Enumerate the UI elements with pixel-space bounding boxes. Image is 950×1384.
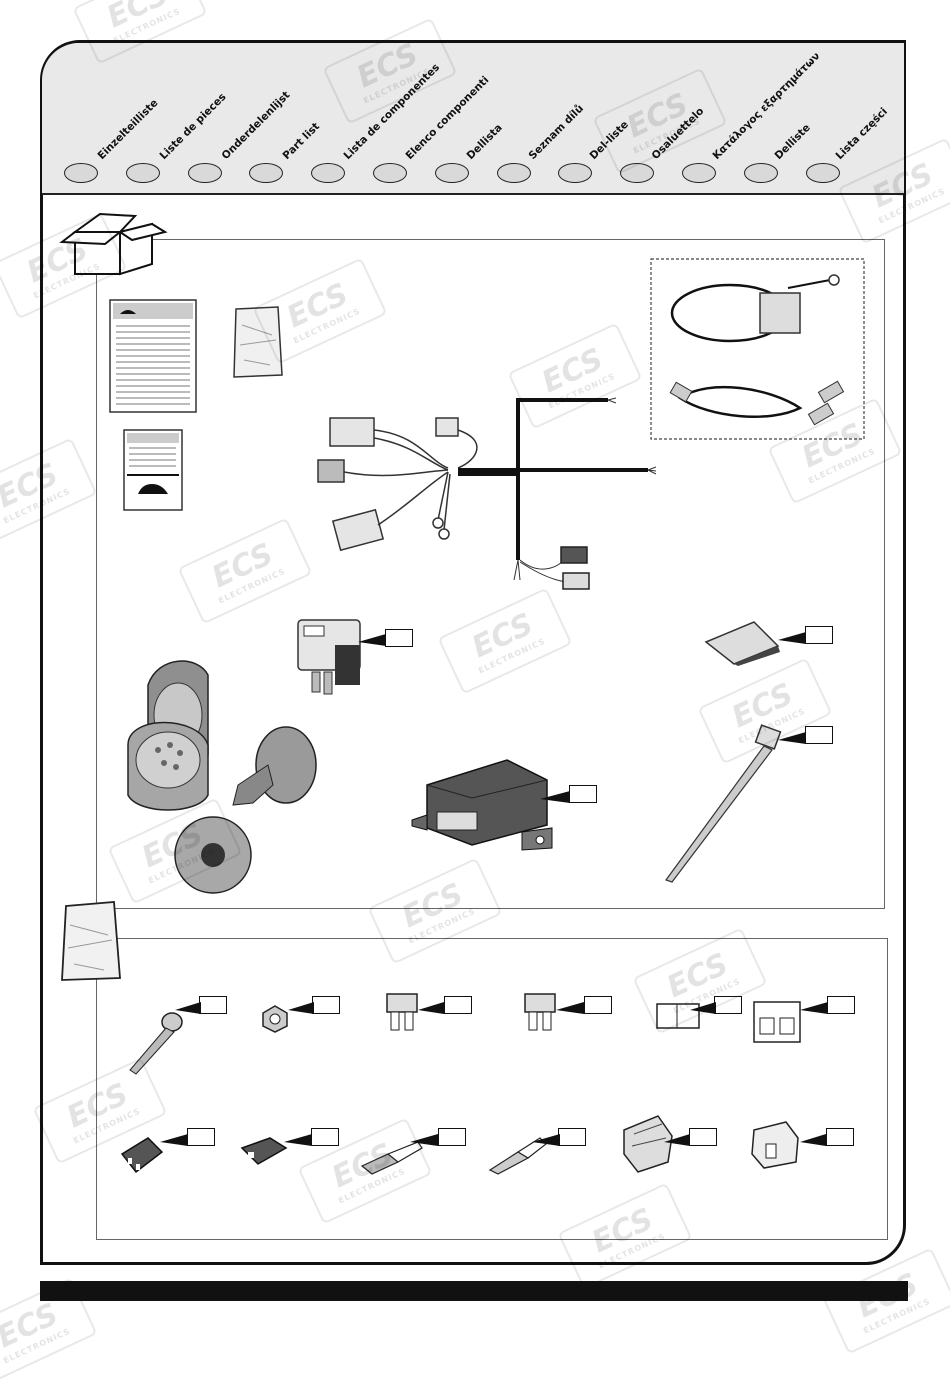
terminal-callout-1 xyxy=(438,1128,466,1146)
terminal-callout-2 xyxy=(558,1128,586,1146)
plug-icon-2 xyxy=(240,1137,288,1165)
nut-pointer xyxy=(288,1002,314,1014)
wire-tap-pointer xyxy=(664,1134,690,1146)
relay-icon xyxy=(297,619,361,695)
cable-tie-pointer xyxy=(778,732,806,744)
plug-icon-1 xyxy=(120,1137,164,1174)
connector-housing-icon-2 xyxy=(753,1001,801,1043)
plug-pointer-1 xyxy=(160,1134,188,1146)
wire-tap-icon xyxy=(623,1115,673,1173)
module-callout xyxy=(569,785,597,803)
cable-tie-icon xyxy=(665,724,782,883)
lang-oval-1[interactable] xyxy=(64,163,98,183)
lang-oval-2[interactable] xyxy=(126,163,160,183)
lang-oval-5[interactable] xyxy=(311,163,345,183)
cable-clip-pointer xyxy=(800,1134,826,1146)
connector-pointer-1 xyxy=(690,1002,716,1014)
adhesive-callout xyxy=(805,626,833,644)
lang-oval-9[interactable] xyxy=(558,163,592,183)
cable-clip-callout xyxy=(826,1128,854,1146)
fuse-icon-2 xyxy=(524,993,556,1031)
plug-callout-1 xyxy=(187,1128,215,1146)
trailer-socket-icon xyxy=(127,660,317,894)
terminal-icon-1 xyxy=(360,1141,423,1175)
terminal-pointer-1 xyxy=(410,1134,438,1146)
plastic-bag-icon xyxy=(61,901,121,981)
screw-callout xyxy=(199,996,227,1014)
connector-housing-icon-1 xyxy=(656,1003,700,1029)
bag-contents-section xyxy=(96,938,888,1240)
fuse-pointer-2 xyxy=(556,1002,584,1014)
control-module-icon xyxy=(411,759,553,851)
terminal-pointer-2 xyxy=(532,1134,560,1146)
footer-bar xyxy=(40,1281,908,1301)
lang-oval-12[interactable] xyxy=(744,163,778,183)
relay-pointer xyxy=(358,634,386,646)
plug-callout-2 xyxy=(311,1128,339,1146)
wiring-harness-icon xyxy=(317,397,657,590)
lang-oval-13[interactable] xyxy=(806,163,840,183)
small-parts-bag-icon xyxy=(233,306,283,378)
screw-pointer xyxy=(175,1002,201,1014)
vehicle-leaflet-icon xyxy=(123,429,183,511)
nut-icon xyxy=(262,1005,288,1033)
wire-tap-callout xyxy=(689,1128,717,1146)
screw-icon xyxy=(129,1012,183,1075)
lang-oval-7[interactable] xyxy=(435,163,469,183)
cable-tie-callout xyxy=(805,726,833,744)
relay-callout xyxy=(385,629,413,647)
plug-pointer-2 xyxy=(284,1134,312,1146)
open-box-icon xyxy=(59,212,168,276)
nut-callout xyxy=(312,996,340,1014)
lang-oval-4[interactable] xyxy=(249,163,283,183)
lang-oval-10[interactable] xyxy=(620,163,654,183)
fuse-callout-1 xyxy=(444,996,472,1014)
adhesive-pointer xyxy=(778,632,806,644)
connector-pointer-2 xyxy=(800,1002,828,1014)
adhesive-pad-icon xyxy=(704,621,780,666)
lang-oval-11[interactable] xyxy=(682,163,716,183)
connector-callout-2 xyxy=(827,996,855,1014)
installation-manual-icon xyxy=(109,299,197,413)
lang-oval-6[interactable] xyxy=(373,163,407,183)
adapter-cables-inset-icon xyxy=(650,258,865,440)
cable-clip-icon xyxy=(751,1121,799,1169)
lang-oval-3[interactable] xyxy=(188,163,222,183)
fuse-callout-2 xyxy=(584,996,612,1014)
lang-oval-8[interactable] xyxy=(497,163,531,183)
fuse-icon-1 xyxy=(386,993,418,1031)
module-pointer xyxy=(540,791,570,803)
fuse-pointer-1 xyxy=(418,1002,444,1014)
